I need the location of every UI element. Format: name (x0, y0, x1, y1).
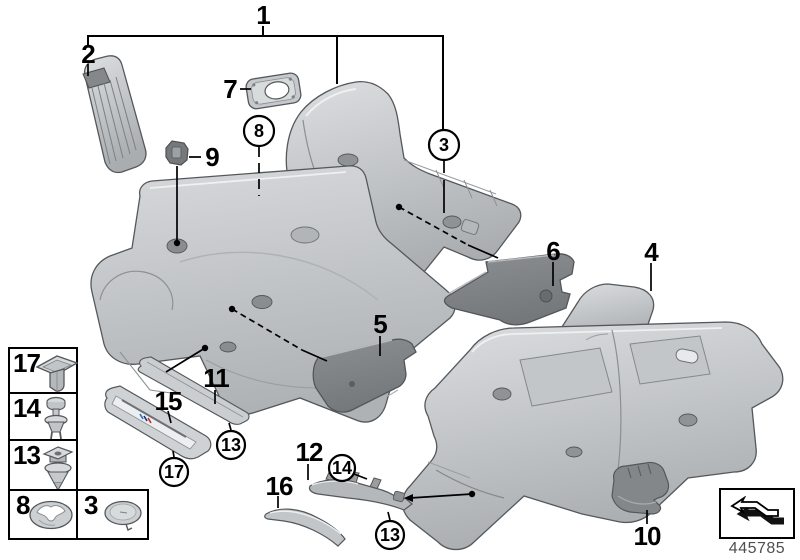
callout-circle-13a (215, 429, 247, 461)
callout-13-circled-b[interactable]: 13 (379, 525, 401, 545)
callout-circle-17 (158, 456, 190, 488)
callout-16[interactable]: 16 (265, 471, 294, 501)
callout-3-circled[interactable]: 3 (438, 135, 449, 155)
dot-strip11 (201, 344, 209, 352)
floor-covering-rear-part (401, 283, 784, 551)
leader-13b (387, 511, 391, 521)
mat5-position-dashed (231, 308, 303, 351)
trim-strip-left-part (264, 508, 346, 547)
mat6-position-solid (467, 244, 499, 259)
callout-8-circled[interactable]: 8 (253, 121, 264, 141)
spring-washer-icon (29, 500, 73, 530)
leader-15 (167, 410, 172, 424)
mat5-position-solid (301, 349, 328, 362)
legend-cell-14[interactable]: 14 (8, 392, 78, 441)
callout-7[interactable]: 7 (223, 74, 238, 104)
leader-13a (228, 422, 232, 431)
legend-label-13: 13 (13, 440, 41, 470)
callout-circle-3 (427, 128, 461, 162)
callout-2[interactable]: 2 (81, 39, 96, 69)
dot-part9 (173, 239, 181, 247)
dot-trim12 (468, 490, 476, 498)
assembly-1-bracket (87, 26, 444, 130)
strip11-position (165, 347, 206, 373)
footrest-part (82, 55, 147, 174)
diagram-reference-box (719, 488, 795, 539)
arrowhead-trim12 (404, 494, 413, 502)
legend-label-14: 14 (13, 393, 41, 423)
leader-17 (172, 450, 175, 458)
callout-9[interactable]: 9 (205, 142, 220, 172)
trim12-position (409, 493, 473, 499)
legend-label-8: 8 (16, 490, 31, 520)
callout-5[interactable]: 5 (373, 309, 388, 339)
legend-label-17: 17 (13, 348, 41, 378)
leader-lines (87, 26, 652, 524)
blind-rivet-icon (44, 396, 68, 440)
callout-11[interactable]: 11 (203, 363, 229, 393)
callout-12[interactable]: 12 (295, 437, 324, 467)
callout-14-circled[interactable]: 14 (331, 458, 353, 478)
callout-13-circled-a[interactable]: 13 (220, 435, 242, 455)
cover-cap-icon (104, 500, 142, 531)
expansion-rivet-icon (35, 355, 79, 392)
legend-cell-3[interactable]: 3 (76, 489, 149, 540)
dot-mat5 (228, 305, 236, 313)
callout-circles (158, 114, 461, 551)
insulation-mat-rear-part (443, 253, 575, 326)
bracket-part (611, 461, 670, 515)
dot-mat6 (395, 203, 403, 211)
callout-17-circled[interactable]: 17 (163, 462, 185, 482)
legend-cell-8[interactable]: 8 (8, 489, 78, 540)
callout-4[interactable]: 4 (644, 237, 659, 267)
legend-cell-17[interactable]: 17 (8, 347, 79, 394)
callout-6[interactable]: 6 (546, 236, 561, 266)
callout-circle-14 (327, 453, 357, 483)
cover-plate-part (245, 72, 302, 110)
diagram-number: 445785 (728, 540, 786, 557)
direction-arrow-icon (730, 495, 784, 524)
entrance-strip-part (104, 385, 212, 460)
leader-14 (353, 473, 368, 480)
leader-9 (176, 156, 201, 240)
mat6-position-dashed (398, 206, 469, 246)
legend-cell-13[interactable]: 13 (8, 439, 78, 492)
fastener-clip-part (165, 140, 189, 166)
leader-markers (173, 203, 476, 502)
insulation-mat-front-part (312, 338, 417, 413)
callout-15[interactable]: 15 (154, 386, 183, 416)
legend-label-3: 3 (84, 490, 99, 520)
callout-10[interactable]: 10 (633, 521, 662, 551)
callout-circle-13b (374, 519, 406, 551)
callout-circle-8 (242, 114, 276, 148)
clamp-nut-icon (42, 446, 74, 492)
callout-1[interactable]: 1 (256, 0, 271, 30)
sill-strip-part (137, 356, 250, 425)
